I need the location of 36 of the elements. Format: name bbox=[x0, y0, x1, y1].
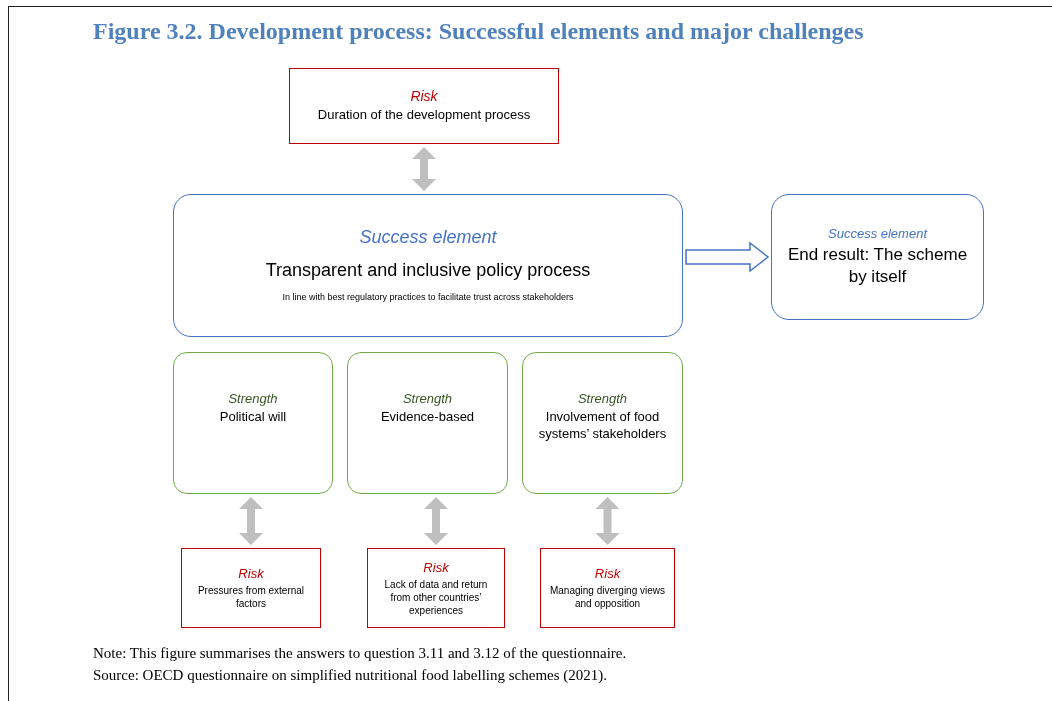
figure-title: Figure 3.2. Development process: Successful elements and major challenges bbox=[93, 18, 864, 45]
double-arrow bbox=[685, 241, 770, 273]
box-text: Pressures from external factors bbox=[196, 584, 306, 610]
box-text: End result: The scheme by itself bbox=[786, 243, 969, 288]
strength-box bbox=[347, 352, 508, 494]
box-heading: Risk bbox=[410, 88, 438, 105]
box-heading: Strength bbox=[228, 391, 278, 406]
box-text: Involvement of food systems’ stakeholders bbox=[537, 409, 668, 443]
box-text: Managing diverging views and opposition bbox=[549, 584, 666, 610]
box-text: Evidence-based bbox=[380, 409, 475, 426]
box-heading: Risk bbox=[238, 566, 264, 581]
box-heading: Success element bbox=[359, 226, 497, 248]
box-text: In line with best regulatory practices to facilitate trust across stakeholders bbox=[282, 292, 574, 305]
success-box bbox=[771, 194, 984, 320]
box-heading: Risk bbox=[423, 559, 449, 575]
box-text: Political will bbox=[219, 409, 287, 426]
risk-box bbox=[540, 548, 675, 628]
risk-box bbox=[181, 548, 321, 628]
risk-box bbox=[289, 68, 559, 144]
double-arrow bbox=[424, 497, 448, 545]
box-text: Duration of the development process bbox=[317, 107, 531, 124]
strength-box bbox=[522, 352, 683, 494]
double-arrow bbox=[412, 147, 436, 191]
double-arrow bbox=[595, 497, 620, 545]
box-heading: Strength bbox=[402, 391, 453, 406]
box-text: Lack of data and return from other countries’ experiences bbox=[383, 577, 489, 617]
note-text: Note: This figure summarises the answers to question 3.11 and 3.12 of the questionnaire. bbox=[93, 645, 627, 662]
success-box bbox=[173, 194, 683, 337]
risk-box bbox=[367, 548, 505, 628]
box-heading: Risk bbox=[594, 566, 621, 581]
box-text: Transparent and inclusive policy process bbox=[265, 258, 591, 282]
box-heading: Success element bbox=[828, 225, 927, 241]
strength-box bbox=[173, 352, 333, 494]
note-text: Source: OECD questionnaire on simplified nutritional food labelling schemes (2021). bbox=[93, 667, 608, 684]
box-heading: Strength bbox=[577, 391, 628, 406]
double-arrow bbox=[239, 497, 263, 545]
